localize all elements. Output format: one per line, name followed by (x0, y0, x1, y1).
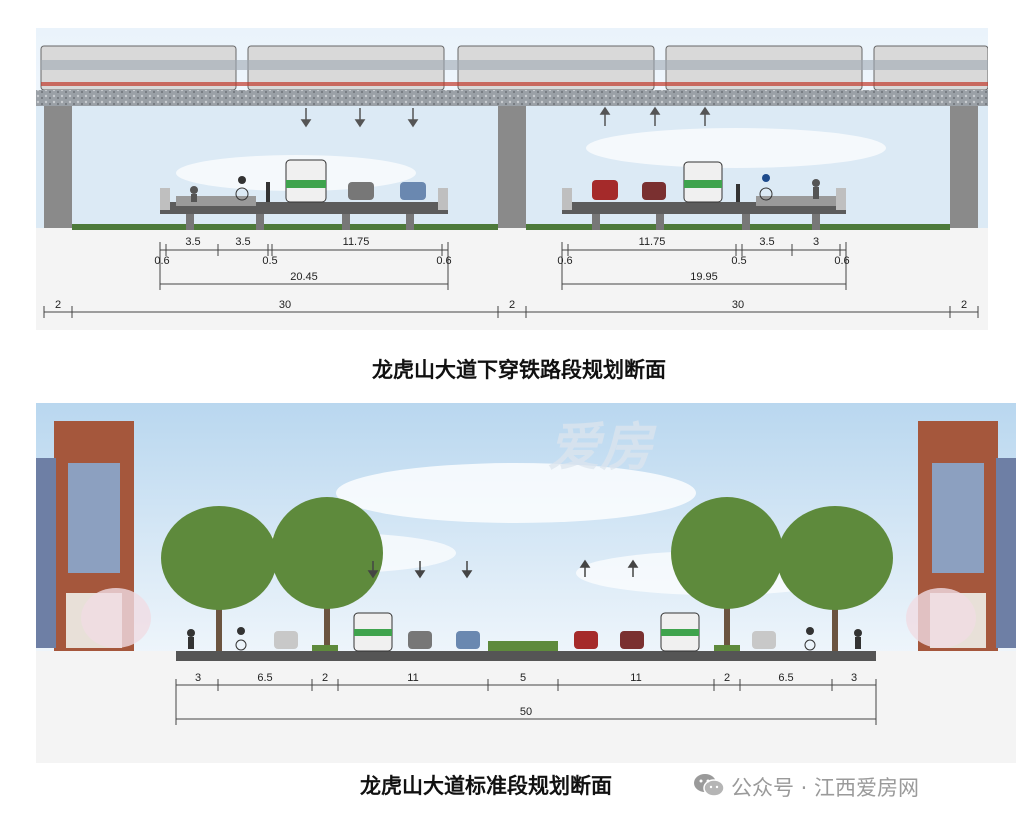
dim-label: 11 (630, 672, 641, 684)
left-roadway (160, 159, 448, 230)
vehicles (187, 612, 862, 652)
dim-label: 3 (195, 672, 201, 684)
direction-arrows (300, 106, 711, 128)
dim-label: 3 (813, 236, 819, 248)
train (40, 45, 988, 91)
dimension-lines (175, 679, 877, 725)
dimension-labels: 3.5 3.5 11.75 0.6 0.5 0.6 20.45 11.75 3.… (55, 236, 967, 311)
dim-label: 0.5 (731, 255, 746, 267)
dim-label: 0.5 (262, 255, 277, 267)
underpass-section-caption: 龙虎山大道下穿铁路段规划断面 (372, 358, 666, 382)
wechat-icon (693, 772, 725, 803)
footer-source: 公众号 · 江西爱房网 (693, 770, 919, 804)
dimension-labels: 3 6.5 2 11 5 11 2 6.5 3 50 (195, 672, 857, 718)
dim-label: 3.5 (235, 236, 250, 248)
dim-label: 2 (322, 672, 328, 684)
railway-bridge-deck (36, 90, 988, 106)
dimension-lines (43, 242, 979, 318)
dim-label: 0.6 (557, 255, 572, 267)
bridge-pier-right (950, 106, 978, 228)
dim-label: 2 (961, 299, 967, 311)
dim-label: 3 (851, 672, 857, 684)
bridge-pier-middle (498, 106, 526, 228)
dim-label: 0.6 (436, 255, 451, 267)
dim-total-left: 20.45 (290, 271, 318, 283)
dim-label: 2 (509, 299, 515, 311)
dim-total-right: 19.95 (690, 271, 718, 283)
dim-label: 3.5 (759, 236, 774, 248)
dim-label: 0.6 (154, 255, 169, 267)
underpass-section-drawing: 3.5 3.5 11.75 0.6 0.5 0.6 20.45 11.75 3.… (36, 28, 988, 330)
dim-label: 30 (732, 299, 744, 311)
standard-section-drawing: 3 6.5 2 11 5 11 2 6.5 3 50 (36, 403, 1016, 763)
direction-arrows (367, 559, 639, 579)
dim-label: 11 (407, 672, 418, 684)
bridge-pier-left (44, 106, 72, 228)
dim-label: 0.6 (834, 255, 849, 267)
dim-label: 6.5 (257, 672, 272, 684)
right-roadway (562, 161, 846, 230)
standard-section-panel: 3 6.5 2 11 5 11 2 6.5 3 50 (36, 403, 1016, 763)
underpass-section-panel: 3.5 3.5 11.75 0.6 0.5 0.6 20.45 11.75 3.… (36, 28, 988, 330)
dim-label: 11.75 (639, 236, 666, 248)
dim-label: 2 (55, 299, 61, 311)
dim-label: 5 (520, 672, 526, 684)
footer-text: 公众号 · 江西爱房网 (731, 776, 920, 800)
trees (81, 497, 976, 651)
standard-section-caption: 龙虎山大道标准段规划断面 (360, 774, 612, 798)
dim-label: 6.5 (778, 672, 793, 684)
dim-label: 30 (279, 299, 291, 311)
dim-label: 11.75 (343, 236, 370, 248)
watermark-brand: 爱房 (548, 418, 653, 478)
dim-label: 2 (724, 672, 730, 684)
dim-label: 3.5 (185, 236, 200, 248)
dim-total: 50 (520, 706, 532, 718)
